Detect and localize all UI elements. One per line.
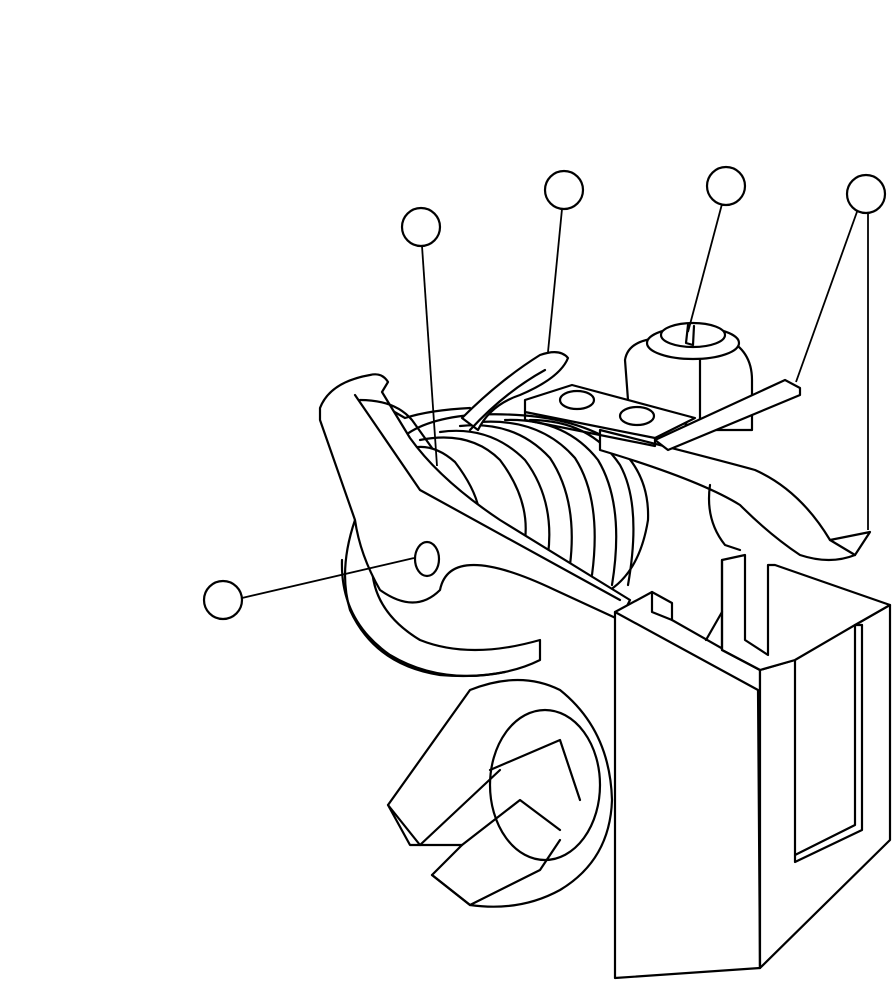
bearing-ring	[340, 518, 542, 678]
housing-channel	[613, 553, 892, 980]
callout-2	[543, 169, 585, 211]
wire-loop	[363, 351, 570, 432]
lower-roller	[386, 678, 614, 908]
main-lever	[318, 373, 632, 622]
bracket-plate	[523, 383, 697, 448]
callout-4	[845, 173, 887, 215]
leader-lines	[241, 203, 869, 599]
wire-rod	[653, 378, 802, 452]
spring-blade	[598, 428, 872, 562]
callout-1	[400, 206, 442, 248]
callout-5	[202, 579, 244, 621]
callout-circles	[202, 165, 887, 621]
callout-3	[705, 165, 747, 207]
